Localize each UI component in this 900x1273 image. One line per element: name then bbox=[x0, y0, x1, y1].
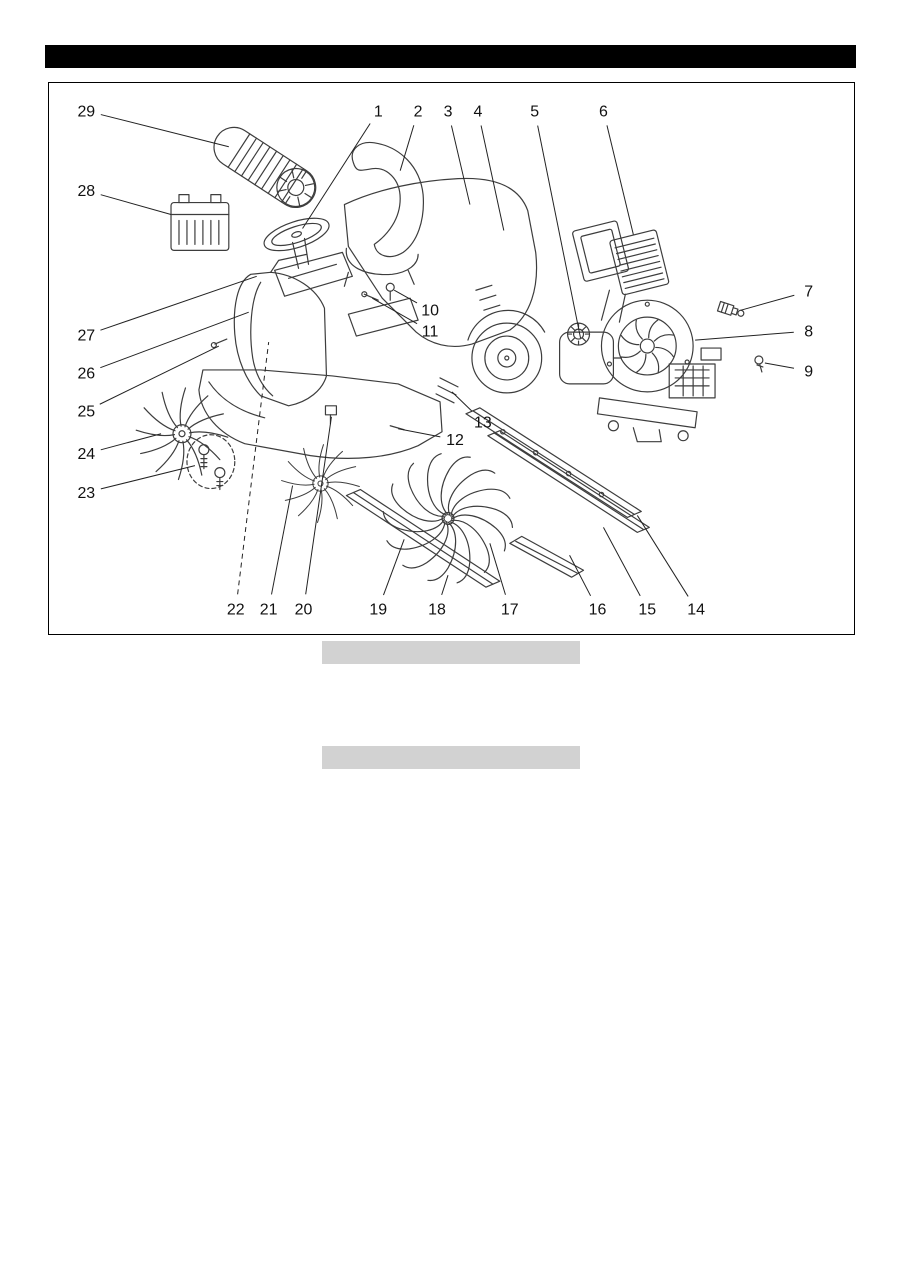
callout-leader-17 bbox=[489, 543, 506, 595]
callout-leader-20 bbox=[305, 416, 332, 595]
callout-number-17: 17 bbox=[501, 602, 519, 619]
seat bbox=[343, 141, 425, 287]
callout-leader-1 bbox=[302, 123, 371, 229]
callout-number-16: 16 bbox=[589, 602, 607, 619]
battery bbox=[170, 193, 230, 251]
callout-number-11: 11 bbox=[422, 324, 439, 341]
callout-number-13: 13 bbox=[474, 414, 492, 431]
callout-number-26: 26 bbox=[77, 365, 95, 382]
callout-leader-8 bbox=[695, 331, 794, 341]
console bbox=[274, 251, 353, 297]
callout-leader-4 bbox=[480, 125, 505, 231]
callout-number-8: 8 bbox=[804, 324, 813, 341]
illustration-svg: 1234567891011121314151617181920212223242… bbox=[77, 103, 813, 618]
callout-leader-13 bbox=[451, 391, 473, 412]
callout-number-23: 23 bbox=[77, 485, 95, 502]
steering-wheel bbox=[263, 217, 330, 269]
callout-leader-29 bbox=[100, 114, 229, 148]
callout-leader-14 bbox=[636, 515, 689, 597]
callout-number-7: 7 bbox=[804, 284, 813, 301]
callout-number-6: 6 bbox=[599, 103, 608, 120]
callout-leader-3 bbox=[450, 125, 471, 205]
callout-leader-5 bbox=[537, 125, 582, 339]
callout-number-14: 14 bbox=[687, 602, 705, 619]
callout-leader-22 bbox=[237, 341, 270, 595]
engine bbox=[596, 299, 722, 443]
roller-brush bbox=[213, 126, 317, 209]
callout-number-2: 2 bbox=[414, 103, 423, 120]
header-bar bbox=[45, 45, 856, 68]
callout-number-12: 12 bbox=[446, 432, 464, 449]
callout-leader-18 bbox=[441, 575, 449, 596]
callout-leader-28 bbox=[100, 194, 172, 216]
screws bbox=[186, 434, 236, 491]
callout-number-15: 15 bbox=[638, 602, 656, 619]
callout-leader-27 bbox=[100, 275, 257, 331]
callout-leader-10 bbox=[393, 289, 418, 304]
callout-number-29: 29 bbox=[77, 103, 95, 120]
callout-number-28: 28 bbox=[77, 183, 95, 200]
machine-illustration bbox=[135, 126, 764, 588]
sealing-strip-long-1 bbox=[465, 407, 642, 519]
callout-number-10: 10 bbox=[421, 303, 439, 320]
redacted-text-bar bbox=[322, 746, 580, 769]
callout-leader-2 bbox=[399, 125, 415, 171]
callout-number-5: 5 bbox=[530, 103, 539, 120]
main-brush bbox=[380, 451, 516, 586]
callout-leader-7 bbox=[740, 294, 795, 311]
side-brush-right bbox=[281, 444, 360, 523]
front-hood bbox=[233, 253, 328, 407]
rear-body bbox=[343, 177, 546, 347]
hood-lever bbox=[210, 338, 228, 349]
side-brush-left bbox=[135, 387, 229, 481]
callout-leader-9 bbox=[764, 362, 795, 369]
callout-number-9: 9 bbox=[804, 363, 813, 380]
vent-grille bbox=[435, 377, 459, 404]
callout-leader-24 bbox=[100, 433, 162, 451]
spark-plug bbox=[716, 300, 745, 317]
callout-number-4: 4 bbox=[473, 103, 482, 120]
sealing-strip-front bbox=[345, 488, 501, 588]
callout-number-3: 3 bbox=[444, 103, 453, 120]
callout-leader-21 bbox=[271, 485, 294, 595]
callout-leader-25 bbox=[99, 345, 220, 405]
callout-number-24: 24 bbox=[77, 446, 95, 463]
callout-number-21: 21 bbox=[260, 602, 278, 619]
callout-leader-16 bbox=[569, 555, 592, 597]
callout-number-22: 22 bbox=[227, 602, 245, 619]
redacted-text-bar bbox=[322, 641, 580, 664]
callout-leader-23 bbox=[100, 465, 196, 490]
callout-leader-26 bbox=[100, 311, 249, 369]
callout-leader-19 bbox=[383, 539, 405, 596]
callout-number-27: 27 bbox=[77, 328, 95, 345]
fuel-tank bbox=[559, 322, 622, 385]
callout-leader-6 bbox=[606, 125, 634, 235]
bolt bbox=[754, 355, 764, 373]
sealing-strip-small bbox=[509, 535, 585, 578]
callout-number-25: 25 bbox=[77, 403, 95, 420]
callout-number-19: 19 bbox=[369, 602, 387, 619]
callout-number-1: 1 bbox=[374, 103, 383, 120]
callout-number-20: 20 bbox=[295, 602, 313, 619]
control-knob bbox=[385, 282, 395, 301]
sealing-strip-long-2 bbox=[487, 430, 650, 533]
rear-wheel bbox=[471, 322, 543, 394]
callout-leader-15 bbox=[603, 527, 641, 597]
air-filter bbox=[572, 220, 670, 323]
control-lever bbox=[361, 291, 379, 301]
callout-leader-11 bbox=[372, 297, 418, 325]
callout-leader-12 bbox=[398, 428, 441, 438]
callout-number-18: 18 bbox=[428, 602, 446, 619]
